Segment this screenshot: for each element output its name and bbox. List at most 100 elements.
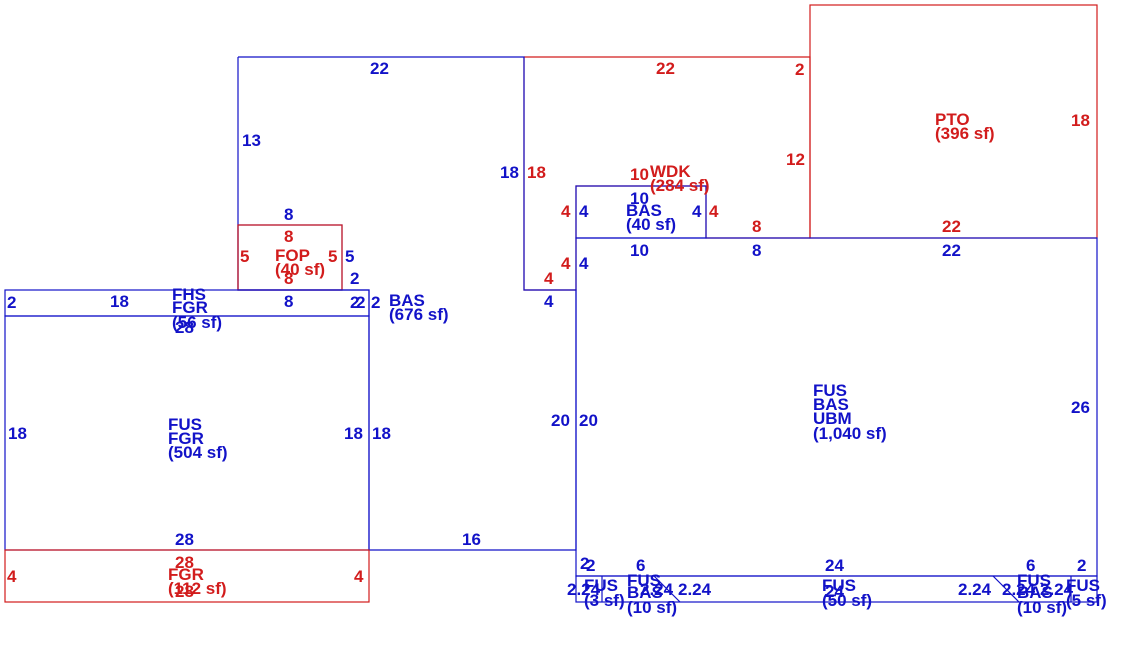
strip-a-code: FUS — [584, 576, 618, 595]
strip-c-area: (50 sf) — [822, 591, 872, 610]
strip-d-code2: BAS — [1017, 583, 1053, 602]
fgr-bottom-area: (112 sf) — [168, 579, 227, 598]
dim-label: 5 — [345, 247, 354, 266]
dim-label: 24 — [825, 556, 844, 575]
dim-label: 2 — [350, 269, 359, 288]
dim-label: 8 — [752, 241, 761, 260]
dim-label: 16 — [462, 530, 481, 549]
dim-label: 6 — [1026, 556, 1035, 575]
fus-right-code1: FUS — [813, 381, 847, 400]
dim-label: 4 — [544, 292, 554, 311]
bas-small-code: BAS — [626, 201, 662, 220]
dim-label: 4 — [561, 202, 571, 221]
fop-code: FOP — [275, 246, 310, 265]
dim-label: 5 — [240, 247, 249, 266]
dim-label: 2 — [586, 556, 595, 575]
dim-label: 4 — [692, 202, 702, 221]
dim-label: 20 — [579, 411, 598, 430]
dim-label: 22 — [942, 217, 961, 236]
dim-label: 8 — [284, 227, 293, 246]
bottom-strip-outline — [575, 575, 1098, 603]
strip-d-code1: FUS — [1017, 571, 1051, 590]
dim-label: 2 — [580, 554, 589, 573]
fgr-bottom-code: FGR — [168, 565, 204, 584]
fus-right-area: (1,040 sf) — [813, 424, 887, 443]
fus-left-code2: FGR — [168, 429, 204, 448]
bas-small-area: (40 sf) — [626, 215, 676, 234]
dim-label: 22 — [370, 59, 389, 78]
dim-label: 13 — [242, 131, 261, 150]
dim-label: 4 — [7, 567, 17, 586]
strip-divider-3 — [992, 575, 1020, 603]
fus-right-code2: BAS — [813, 395, 849, 414]
dim-label: 18 — [372, 424, 391, 443]
dim-label: 28 — [175, 530, 194, 549]
dim-label: 18 — [8, 424, 27, 443]
dim-label: 4 — [561, 254, 571, 273]
dim-label: 8 — [752, 217, 761, 236]
strip-e-code: FUS — [1066, 576, 1100, 595]
fhs-code: FHS — [172, 285, 206, 304]
fhs-area: (56 sf) — [172, 313, 222, 332]
bas-main-code: BAS — [389, 291, 425, 310]
wdk-code: WDK — [650, 162, 691, 181]
fhs-fgr-code: FGR — [172, 298, 208, 317]
dim-label: 2.24 — [567, 580, 601, 599]
dim-label: 8 — [284, 205, 293, 224]
fus-right-code3: UBM — [813, 409, 852, 428]
dim-label: 20 — [551, 411, 570, 430]
dim-label: 2 — [7, 293, 16, 312]
strip-b-code1: FUS — [627, 571, 661, 590]
dim-label: 2.24 — [1002, 580, 1036, 599]
dim-label: 2 — [795, 60, 804, 79]
dim-label: 4 — [579, 202, 589, 221]
dim-label: 2 — [371, 293, 380, 312]
dim-label: 18 — [110, 292, 129, 311]
dim-label: 2.24 — [640, 580, 674, 599]
dim-label: 4 — [544, 269, 554, 288]
dim-label: 5 — [328, 247, 337, 266]
dim-label: 28 — [175, 582, 194, 601]
dim-label: 6 — [636, 556, 645, 575]
dim-label: 10 — [630, 189, 649, 208]
dim-label: 4 — [579, 254, 589, 273]
dim-label: 22 — [656, 59, 675, 78]
strip-divider-2 — [653, 575, 681, 603]
dim-label: 4 — [709, 202, 719, 221]
dim-label: 2.24 — [678, 580, 712, 599]
fgr-bottom-outline — [4, 549, 370, 603]
dim-label: 10 — [630, 241, 649, 260]
dim-label: 28 — [175, 553, 194, 572]
dim-label: 2 — [356, 293, 365, 312]
strip-a-area: (3 sf) — [584, 591, 625, 610]
strip-b-code2: BAS — [627, 583, 663, 602]
dim-label: 2 — [350, 293, 359, 312]
pto-code: PTO — [935, 110, 970, 129]
dim-label: 18 — [344, 424, 363, 443]
pto-area: (396 sf) — [935, 124, 995, 143]
dim-label: 22 — [942, 241, 961, 260]
strip-e-area: (5 sf) — [1066, 591, 1107, 610]
dim-label: 12 — [786, 150, 805, 169]
fop-area: (40 sf) — [275, 260, 325, 279]
strip-c-code: FUS — [822, 576, 856, 595]
fus-left-code1: FUS — [168, 415, 202, 434]
dim-label: 26 — [1071, 398, 1090, 417]
dim-label: 24 — [825, 582, 844, 601]
dim-label: 18 — [500, 163, 519, 182]
dim-label: 4 — [354, 567, 364, 586]
dim-label: 2.24 — [1040, 580, 1074, 599]
fus-left-area: (504 sf) — [168, 443, 228, 462]
dim-label: 2.24 — [958, 580, 992, 599]
bas-main-area: (676 sf) — [389, 305, 449, 324]
dim-label: 18 — [1071, 111, 1090, 130]
strip-d-area: (10 sf) — [1017, 598, 1067, 617]
dim-label: 2 — [1077, 556, 1086, 575]
strip-b-area: (10 sf) — [627, 598, 677, 617]
dim-label: 18 — [527, 163, 546, 182]
dim-label: 28 — [175, 318, 194, 337]
dim-label: 10 — [630, 165, 649, 184]
dim-label: 8 — [284, 269, 293, 288]
dim-label: 8 — [284, 292, 293, 311]
